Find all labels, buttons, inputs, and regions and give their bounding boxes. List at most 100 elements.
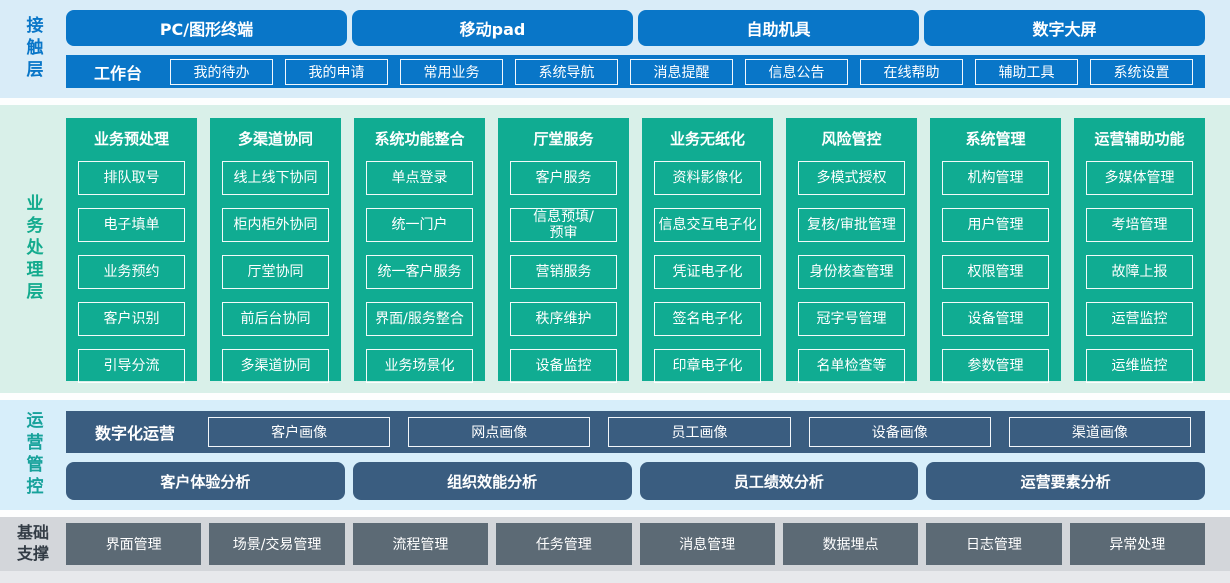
module-chip: 冠字号管理 bbox=[798, 302, 905, 336]
module-chip: 身份核查管理 bbox=[798, 255, 905, 289]
module-chip: 权限管理 bbox=[942, 255, 1049, 289]
module-chip: 前后台协同 bbox=[222, 302, 329, 336]
module-chip: 机构管理 bbox=[942, 161, 1049, 195]
module-chip: 多模式授权 bbox=[798, 161, 905, 195]
module-chip: 运维监控 bbox=[1086, 349, 1193, 383]
business-layer-label: 业务处理层 bbox=[22, 194, 43, 304]
column-title: 厅堂服务 bbox=[533, 130, 594, 148]
column-title: 多渠道协同 bbox=[237, 130, 313, 148]
operations-band: 运营管控 数字化运营 客户画像 网点画像 员工画像 设备画像 渠道画像 客户体验… bbox=[0, 400, 1230, 510]
column-multichannel: 多渠道协同 线上线下协同 柜内柜外协同 厅堂协同 前后台协同 多渠道协同 bbox=[210, 118, 341, 383]
profile-employee: 员工画像 bbox=[608, 417, 791, 447]
analysis-employee-performance: 员工绩效分析 bbox=[639, 462, 919, 500]
band-divider bbox=[0, 393, 1230, 400]
module-chip: 厅堂协同 bbox=[222, 255, 329, 289]
foundation-label: 基础支撑 bbox=[16, 523, 49, 563]
band-divider bbox=[0, 98, 1230, 105]
module-chip: 运营监控 bbox=[1086, 302, 1193, 336]
module-chip: 营销服务 bbox=[510, 255, 617, 289]
module-chip: 印章电子化 bbox=[654, 349, 761, 383]
module-chip: 多媒体管理 bbox=[1086, 161, 1193, 195]
module-chip: 引导分流 bbox=[78, 349, 185, 383]
column-system-integration: 系统功能整合 单点登录 统一门户 统一客户服务 界面/服务整合 业务场景化 bbox=[354, 118, 485, 383]
module-chip: 业务预约 bbox=[78, 255, 185, 289]
module-chip: 单点登录 bbox=[366, 161, 473, 195]
foundation-ui-management: 界面管理 bbox=[66, 523, 202, 565]
workbench-item-navigation: 系统导航 bbox=[515, 58, 618, 85]
module-chip: 柜内柜外协同 bbox=[222, 208, 329, 242]
column-title: 业务预处理 bbox=[93, 130, 169, 148]
module-chip: 电子填单 bbox=[78, 208, 185, 242]
workbench-item-applications: 我的申请 bbox=[285, 58, 388, 85]
contact-layer-label: 接触层 bbox=[22, 16, 43, 82]
module-chip: 多渠道协同 bbox=[222, 349, 329, 383]
band-divider bbox=[0, 510, 1230, 517]
module-chip: 资料影像化 bbox=[654, 161, 761, 195]
workbench-item-aux-tools: 辅助工具 bbox=[975, 58, 1078, 85]
terminal-row: PC/图形终端 移动pad 自助机具 数字大屏 bbox=[66, 10, 1205, 46]
module-chip: 秩序维护 bbox=[510, 302, 617, 336]
digital-operations-bar: 数字化运营 客户画像 网点画像 员工画像 设备画像 渠道画像 bbox=[66, 411, 1205, 453]
contact-layer-content: PC/图形终端 移动pad 自助机具 数字大屏 工作台 我的待办 我的申请 常用… bbox=[66, 0, 1230, 98]
digital-operations-label: 数字化运营 bbox=[94, 424, 175, 443]
module-chip: 排队取号 bbox=[78, 161, 185, 195]
business-layer-label-col: 业务处理层 bbox=[0, 105, 66, 393]
column-ops-auxiliary: 运营辅助功能 多媒体管理 考培管理 故障上报 运营监控 运维监控 bbox=[1074, 118, 1205, 383]
column-title: 业务无纸化 bbox=[669, 130, 745, 148]
foundation-data-tracking: 数据埋点 bbox=[782, 523, 919, 565]
analysis-org-efficiency: 组织效能分析 bbox=[352, 462, 632, 500]
module-chip: 考培管理 bbox=[1086, 208, 1193, 242]
analysis-row: 客户体验分析 组织效能分析 员工绩效分析 运营要素分析 bbox=[66, 462, 1205, 500]
column-title: 系统功能整合 bbox=[374, 130, 465, 148]
module-chip: 复核/审批管理 bbox=[798, 208, 905, 242]
foundation-process-management: 流程管理 bbox=[352, 523, 489, 565]
workbench-item-announcements: 信息公告 bbox=[745, 58, 848, 85]
module-chip: 客户识别 bbox=[78, 302, 185, 336]
module-chip: 信息预填/ 预审 bbox=[510, 208, 617, 242]
terminal-self-service: 自助机具 bbox=[638, 10, 919, 46]
module-chip: 设备监控 bbox=[510, 349, 617, 383]
module-chip: 故障上报 bbox=[1086, 255, 1193, 289]
foundation-message-management: 消息管理 bbox=[639, 523, 775, 565]
workbench-item-reminders: 消息提醒 bbox=[630, 58, 733, 85]
workbench-bar: 工作台 我的待办 我的申请 常用业务 系统导航 消息提醒 信息公告 在线帮助 辅… bbox=[66, 55, 1205, 88]
terminal-mobile-pad: 移动pad bbox=[352, 10, 633, 46]
foundation-band: 基础支撑 界面管理 场景/交易管理 流程管理 任务管理 消息管理 数据埋点 日志… bbox=[0, 517, 1230, 571]
module-chip: 统一客户服务 bbox=[366, 255, 473, 289]
foundation-scene-transaction: 场景/交易管理 bbox=[209, 523, 345, 565]
profile-customer: 客户画像 bbox=[208, 417, 391, 447]
module-chip: 业务场景化 bbox=[366, 349, 473, 383]
foundation-content: 界面管理 场景/交易管理 流程管理 任务管理 消息管理 数据埋点 日志管理 异常… bbox=[66, 523, 1230, 565]
profile-device: 设备画像 bbox=[808, 417, 991, 447]
workbench-item-todo: 我的待办 bbox=[170, 58, 273, 85]
contact-layer-band: 接触层 PC/图形终端 移动pad 自助机具 数字大屏 工作台 我的待办 我的申… bbox=[0, 0, 1230, 98]
business-layer-content: 业务预处理 排队取号 电子填单 业务预约 客户识别 引导分流 多渠道协同 线上线… bbox=[66, 105, 1230, 393]
analysis-customer-experience: 客户体验分析 bbox=[66, 462, 345, 500]
module-chip: 签名电子化 bbox=[654, 302, 761, 336]
foundation-row: 界面管理 场景/交易管理 流程管理 任务管理 消息管理 数据埋点 日志管理 异常… bbox=[66, 523, 1205, 565]
column-title: 运营辅助功能 bbox=[1094, 130, 1185, 148]
foundation-log-management: 日志管理 bbox=[926, 523, 1062, 565]
module-chip: 设备管理 bbox=[942, 302, 1049, 336]
operations-content: 数字化运营 客户画像 网点画像 员工画像 设备画像 渠道画像 客户体验分析 组织… bbox=[66, 400, 1230, 510]
workbench-item-common-business: 常用业务 bbox=[400, 58, 503, 85]
profile-branch: 网点画像 bbox=[408, 417, 591, 447]
module-chip: 客户服务 bbox=[510, 161, 617, 195]
foundation-label-col: 基础支撑 bbox=[0, 523, 66, 565]
business-columns: 业务预处理 排队取号 电子填单 业务预约 客户识别 引导分流 多渠道协同 线上线… bbox=[66, 105, 1205, 393]
foundation-task-management: 任务管理 bbox=[496, 523, 632, 565]
module-chip: 用户管理 bbox=[942, 208, 1049, 242]
column-title: 系统管理 bbox=[965, 130, 1026, 148]
column-system-management: 系统管理 机构管理 用户管理 权限管理 设备管理 参数管理 bbox=[930, 118, 1061, 383]
contact-layer-label-col: 接触层 bbox=[0, 0, 66, 98]
column-paperless: 业务无纸化 资料影像化 信息交互电子化 凭证电子化 签名电子化 印章电子化 bbox=[642, 118, 773, 383]
terminal-digital-screen: 数字大屏 bbox=[924, 10, 1205, 46]
module-chip: 信息交互电子化 bbox=[654, 208, 761, 242]
module-chip: 名单检查等 bbox=[798, 349, 905, 383]
module-chip: 线上线下协同 bbox=[222, 161, 329, 195]
bottom-strip bbox=[0, 571, 1230, 583]
workbench-label: 工作台 bbox=[93, 63, 142, 83]
workbench-item-online-help: 在线帮助 bbox=[860, 58, 963, 85]
analysis-ops-elements: 运营要素分析 bbox=[926, 462, 1205, 500]
